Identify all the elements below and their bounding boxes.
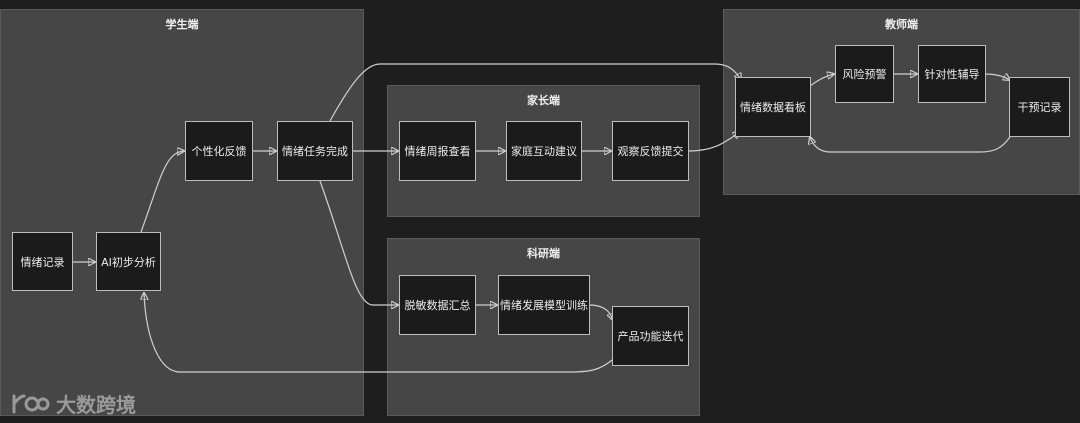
node-home-interaction[interactable]: 家庭互动建议 [506,121,582,181]
node-product-iteration[interactable]: 产品功能迭代 [612,306,689,366]
group-title-student: 学生端 [165,18,199,31]
kedou-logo-icon [12,394,50,413]
node-desensitize[interactable]: 脱敏数据汇总 [399,275,476,335]
group-title-parent: 家长端 [527,94,560,107]
node-risk-warning[interactable]: 风险预警 [835,45,894,103]
group-title-teacher: 教师端 [885,18,918,31]
watermark-text: 大数跨境 [56,393,136,417]
node-emotion-record[interactable]: 情绪记录 [12,232,73,291]
node-ai-analysis[interactable]: AI初步分析 [96,232,161,291]
watermark: 大数跨境 [10,389,136,418]
node-dashboard[interactable]: 情绪数据看板 [735,77,811,137]
node-targeted-guidance[interactable]: 针对性辅导 [918,45,986,103]
node-task-complete[interactable]: 情绪任务完成 [277,121,353,181]
node-weekly-report[interactable]: 情绪周报查看 [399,121,476,181]
group-student: 学生端 [0,9,364,416]
node-observe-feedback[interactable]: 观察反馈提交 [612,121,689,181]
group-title-research: 科研端 [527,247,560,260]
node-personal-feedback[interactable]: 个性化反馈 [185,121,253,181]
node-model-training[interactable]: 情绪发展模型训练 [498,275,590,335]
node-intervention-record[interactable]: 干预记录 [1009,77,1070,137]
